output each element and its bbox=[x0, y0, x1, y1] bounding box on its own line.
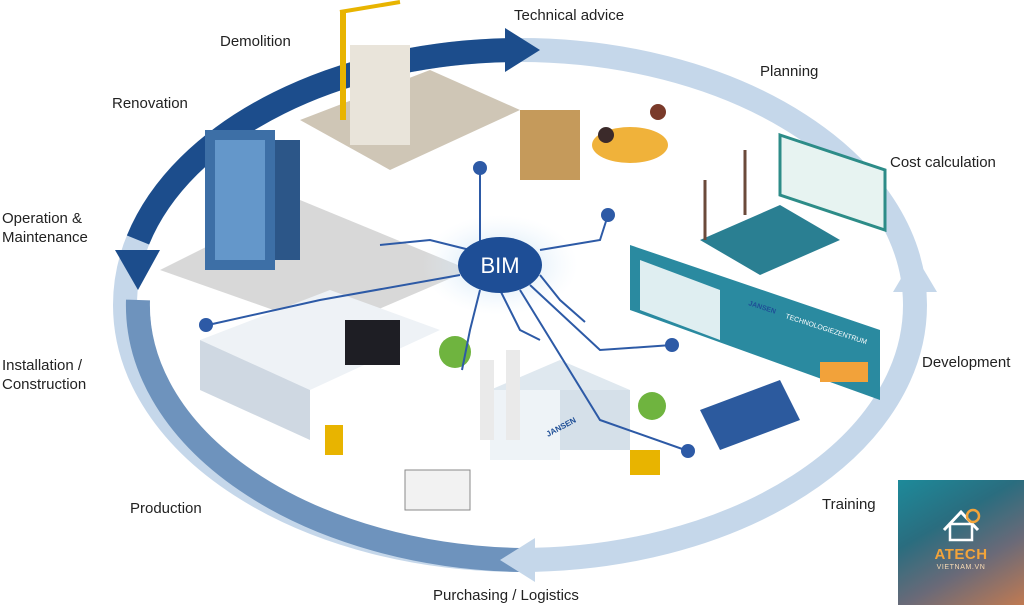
stage-purchasing-logistics: Purchasing / Logistics bbox=[433, 587, 579, 604]
node-development bbox=[665, 338, 679, 352]
ring-arrow-top bbox=[505, 28, 540, 72]
development-scene bbox=[630, 245, 880, 450]
factory-scene bbox=[404, 350, 660, 511]
atech-logo: ATECH VIETNAM.VN bbox=[898, 480, 1024, 605]
ring-arrow-left bbox=[115, 250, 160, 290]
stage-technical-advice: Technical advice bbox=[514, 7, 625, 24]
stage-demolition: Demolition bbox=[220, 33, 291, 50]
connectors bbox=[207, 168, 689, 452]
ring-arrow-bottom bbox=[500, 538, 535, 582]
cost-calculation-scene bbox=[700, 132, 887, 275]
connector-nodes bbox=[199, 161, 695, 458]
node-office bbox=[473, 161, 487, 175]
bim-center-node bbox=[458, 237, 542, 293]
lifecycle-ring bbox=[113, 28, 937, 582]
office-scene bbox=[520, 104, 668, 180]
production-scene bbox=[200, 290, 440, 455]
stage-cost-calculation: Cost calculation bbox=[890, 154, 996, 171]
logo-name: ATECH bbox=[934, 546, 988, 563]
logo-house-icon bbox=[942, 508, 981, 542]
stage-renovation: Renovation bbox=[112, 95, 188, 112]
stage-planning: Planning bbox=[760, 63, 819, 80]
stage-production: Production bbox=[130, 500, 202, 517]
stage-operation-maintenance: Operation & Maintenance bbox=[2, 210, 88, 246]
city-scene bbox=[160, 0, 520, 330]
node-production bbox=[199, 318, 213, 332]
node-training bbox=[681, 444, 695, 458]
node-cost bbox=[601, 208, 615, 222]
logo-sub: VIETNAM.VN bbox=[936, 564, 986, 571]
stage-training: Training bbox=[822, 496, 876, 513]
stage-development: Development bbox=[922, 354, 1011, 371]
ring-arrow-right bbox=[893, 255, 937, 292]
bim-label: BIM bbox=[480, 253, 519, 278]
stage-installation-construction: Installation / Construction bbox=[2, 357, 87, 393]
